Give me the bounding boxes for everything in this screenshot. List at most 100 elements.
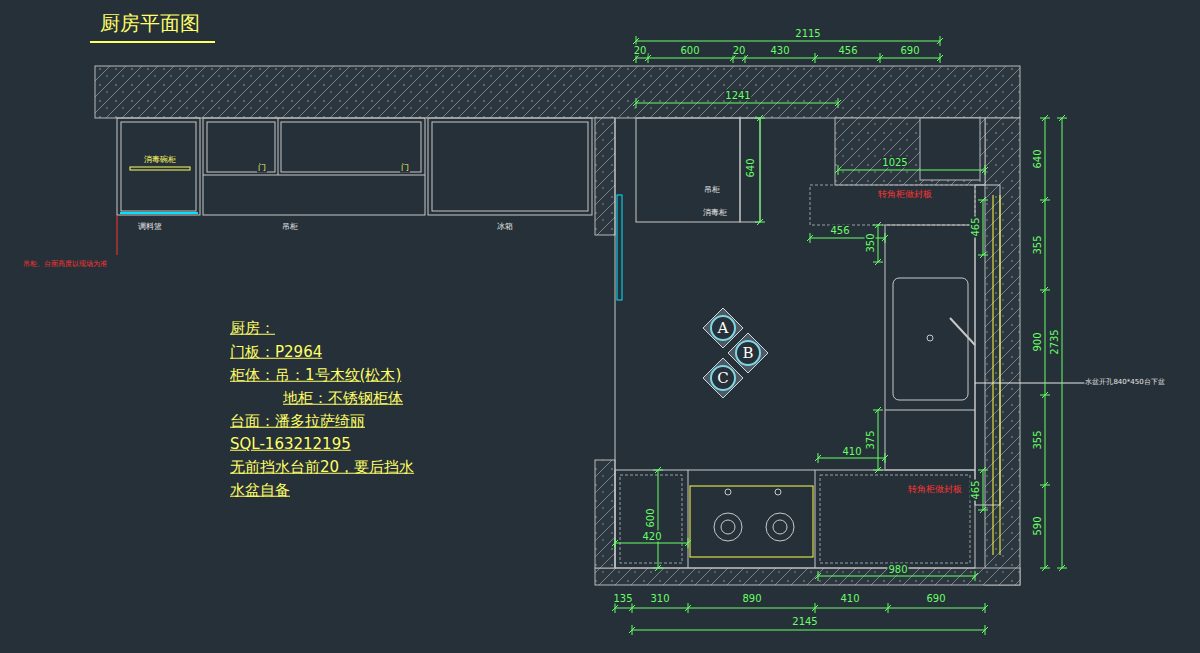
extension-line xyxy=(818,571,819,581)
part-label: 水盆开孔840*450台下盆 xyxy=(1084,379,1165,387)
base-counter xyxy=(615,470,975,568)
cabinet-base xyxy=(120,212,198,214)
cabinet-door xyxy=(207,122,275,172)
extension-line xyxy=(888,603,889,613)
extension-line xyxy=(653,568,663,569)
wall xyxy=(595,568,1020,585)
extension-line xyxy=(636,98,637,108)
extension-line xyxy=(648,53,649,63)
extension-line xyxy=(653,470,663,471)
dimension-line xyxy=(615,543,688,544)
extension-line xyxy=(615,603,616,613)
view-marker xyxy=(728,333,768,373)
extension-line xyxy=(1040,200,1050,201)
extension-line xyxy=(810,233,811,243)
dimension-text: 900 xyxy=(1032,331,1043,352)
extension-line xyxy=(978,510,988,511)
drain xyxy=(927,335,933,341)
spec-note: SQL-163212195 xyxy=(230,436,351,453)
marker-letter: C xyxy=(717,369,728,387)
dimension-line xyxy=(838,170,985,171)
extension-line xyxy=(940,36,941,46)
pillar xyxy=(835,118,985,185)
corner-cabinet xyxy=(620,475,682,563)
wall xyxy=(95,66,1020,118)
red-annotation: 转角柜做封板 xyxy=(907,485,963,495)
dimension-line xyxy=(658,470,659,568)
dimension-text: 20 xyxy=(732,45,747,56)
cabinet-door xyxy=(281,122,421,172)
cabinet-divider xyxy=(278,118,279,175)
dimension-text: 640 xyxy=(1032,148,1043,169)
dimension-line xyxy=(983,200,984,255)
dimension-text: 980 xyxy=(887,564,908,575)
dimension-line xyxy=(615,608,985,609)
extension-line xyxy=(978,200,988,201)
dimension-text: 1241 xyxy=(724,90,751,101)
wall-cabinet xyxy=(117,118,200,215)
dimension-line xyxy=(1062,118,1063,568)
dimension-text: 456 xyxy=(829,225,850,236)
dimension-line xyxy=(818,458,885,459)
dimension-text: 2115 xyxy=(794,28,821,39)
extension-line xyxy=(885,233,886,243)
dimension-line xyxy=(983,470,984,510)
dimension-line xyxy=(636,58,940,59)
marker-letter: B xyxy=(742,344,753,362)
dimension-text: 690 xyxy=(925,593,946,604)
extension-line xyxy=(1040,395,1050,396)
knob xyxy=(725,489,731,495)
cooktop xyxy=(690,486,813,557)
burner xyxy=(773,520,787,534)
shelf-mark xyxy=(130,167,190,170)
pillar-recess xyxy=(920,118,980,180)
leader-line xyxy=(975,383,1085,384)
wall-cabinet xyxy=(203,118,425,215)
cabinet-divider xyxy=(885,410,975,411)
faucet xyxy=(950,318,975,345)
cabinet-divider xyxy=(688,470,689,568)
dimension-text: 410 xyxy=(841,446,862,457)
view-marker-circle: A xyxy=(710,315,736,341)
base-cabinet xyxy=(820,475,970,563)
leader-line xyxy=(117,215,118,255)
dimension-text: 355 xyxy=(1032,234,1043,255)
extension-line xyxy=(873,262,883,263)
extension-line xyxy=(688,603,689,613)
dimension-line xyxy=(878,410,879,470)
spec-note: 台面：潘多拉萨绮丽 xyxy=(230,413,365,430)
dimension-line xyxy=(636,41,940,42)
view-marker-circle: C xyxy=(710,365,736,391)
spec-note: 无前挡水台前20，要后挡水 xyxy=(230,459,414,476)
extension-line xyxy=(975,571,976,581)
dimension-text: 465 xyxy=(970,216,981,237)
wall xyxy=(595,460,615,568)
extension-line xyxy=(632,603,633,613)
extension-line xyxy=(880,53,881,63)
extension-line xyxy=(755,118,765,119)
extension-line xyxy=(940,53,941,63)
dimension-text: 355 xyxy=(1032,429,1043,450)
dimension-text: 465 xyxy=(970,479,981,500)
part-label: 消毒柜 xyxy=(702,209,728,218)
extension-line xyxy=(838,98,839,108)
part-label: 消毒碗柜 xyxy=(143,156,177,165)
extension-line xyxy=(838,165,839,175)
extension-line xyxy=(978,255,988,256)
extension-line xyxy=(873,470,883,471)
extension-line xyxy=(885,453,886,463)
dimension-text: 310 xyxy=(649,593,670,604)
spec-note: 门板：P2964 xyxy=(230,344,322,361)
door-leaf xyxy=(617,195,622,300)
extension-line xyxy=(985,165,986,175)
part-label: 吊柜 xyxy=(281,223,299,232)
extension-line xyxy=(985,625,986,635)
knob xyxy=(775,489,781,495)
part-label: 门 xyxy=(257,164,267,173)
dimension-line xyxy=(760,118,761,222)
dimension-text: 375 xyxy=(865,429,876,450)
extension-line xyxy=(873,225,883,226)
extension-line xyxy=(1057,568,1067,569)
